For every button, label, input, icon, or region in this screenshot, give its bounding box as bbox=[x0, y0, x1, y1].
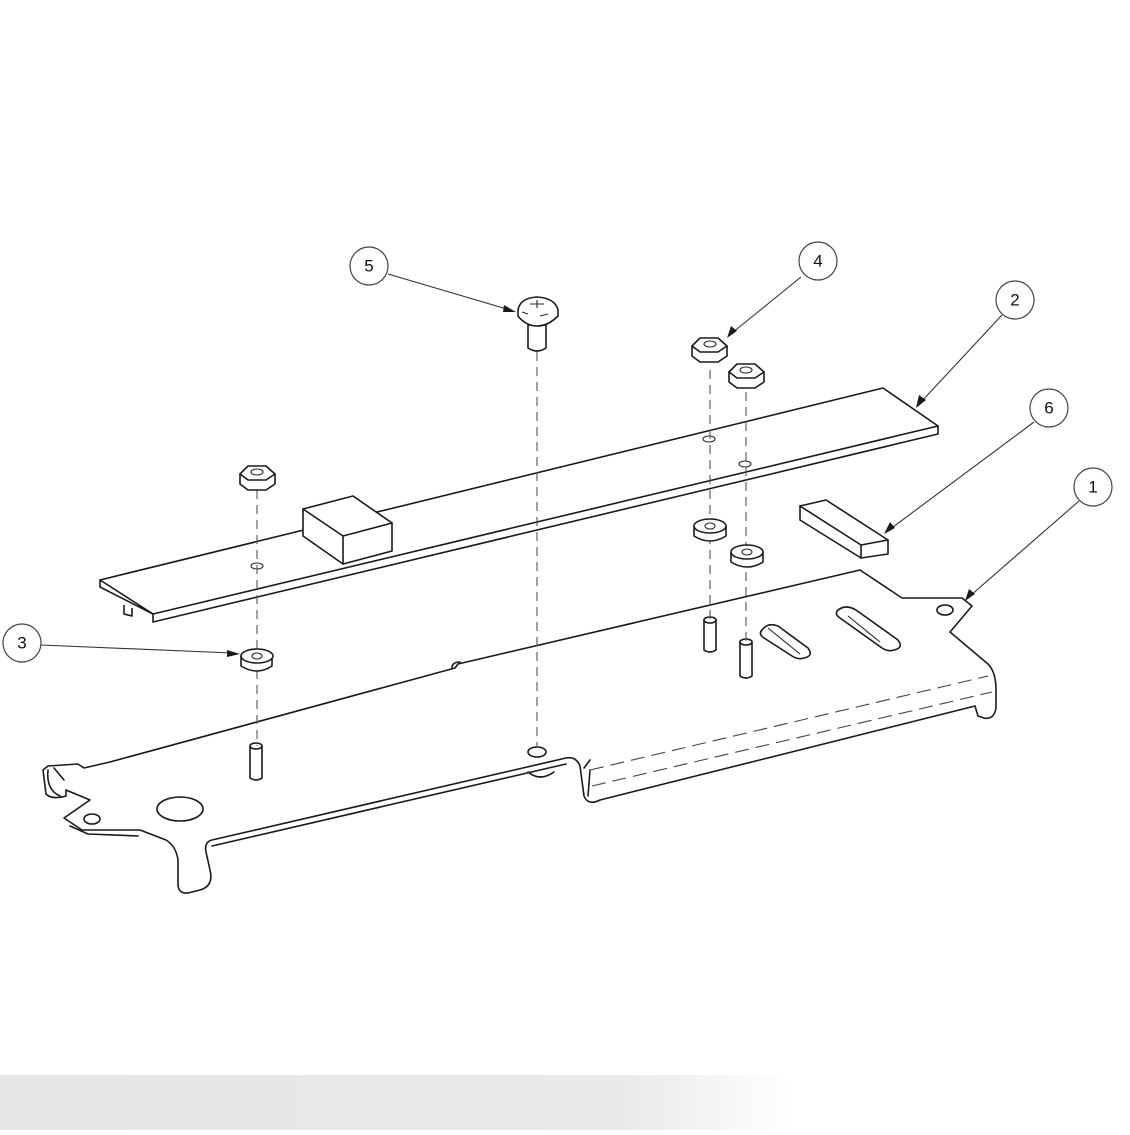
spacer-mid bbox=[693, 518, 727, 542]
spacer-left bbox=[240, 648, 274, 672]
leader-lines bbox=[40, 273, 1080, 657]
board-component-block bbox=[302, 495, 393, 565]
bottom-shadow-band bbox=[0, 1057, 1130, 1130]
rubber-pad-part bbox=[799, 499, 889, 559]
mounting-bracket-part bbox=[42, 569, 997, 894]
standoff-pin-right bbox=[739, 638, 753, 679]
balloon-2-label: 2 bbox=[1010, 291, 1019, 310]
spacer-right bbox=[730, 544, 764, 568]
balloon-6: 6 bbox=[1029, 388, 1069, 428]
balloon-5: 5 bbox=[349, 246, 389, 286]
balloon-5-label: 5 bbox=[364, 257, 373, 276]
screw-part bbox=[517, 296, 559, 352]
balloon-4: 4 bbox=[798, 241, 838, 281]
balloon-2: 2 bbox=[995, 280, 1035, 320]
balloon-1: 1 bbox=[1073, 467, 1113, 507]
standoff-pin-mid bbox=[703, 616, 717, 653]
standoff-pin-left bbox=[249, 742, 263, 781]
balloon-6-label: 6 bbox=[1044, 399, 1053, 418]
hex-nut-left bbox=[239, 465, 276, 491]
balloon-4-label: 4 bbox=[813, 252, 822, 271]
balloon-3: 3 bbox=[2, 623, 42, 663]
balloon-3-label: 3 bbox=[17, 634, 26, 653]
balloon-1-label: 1 bbox=[1088, 478, 1097, 497]
hex-nut-mid bbox=[691, 337, 728, 363]
hex-nut-right bbox=[728, 363, 765, 389]
circuit-board-strip-part bbox=[99, 387, 939, 623]
